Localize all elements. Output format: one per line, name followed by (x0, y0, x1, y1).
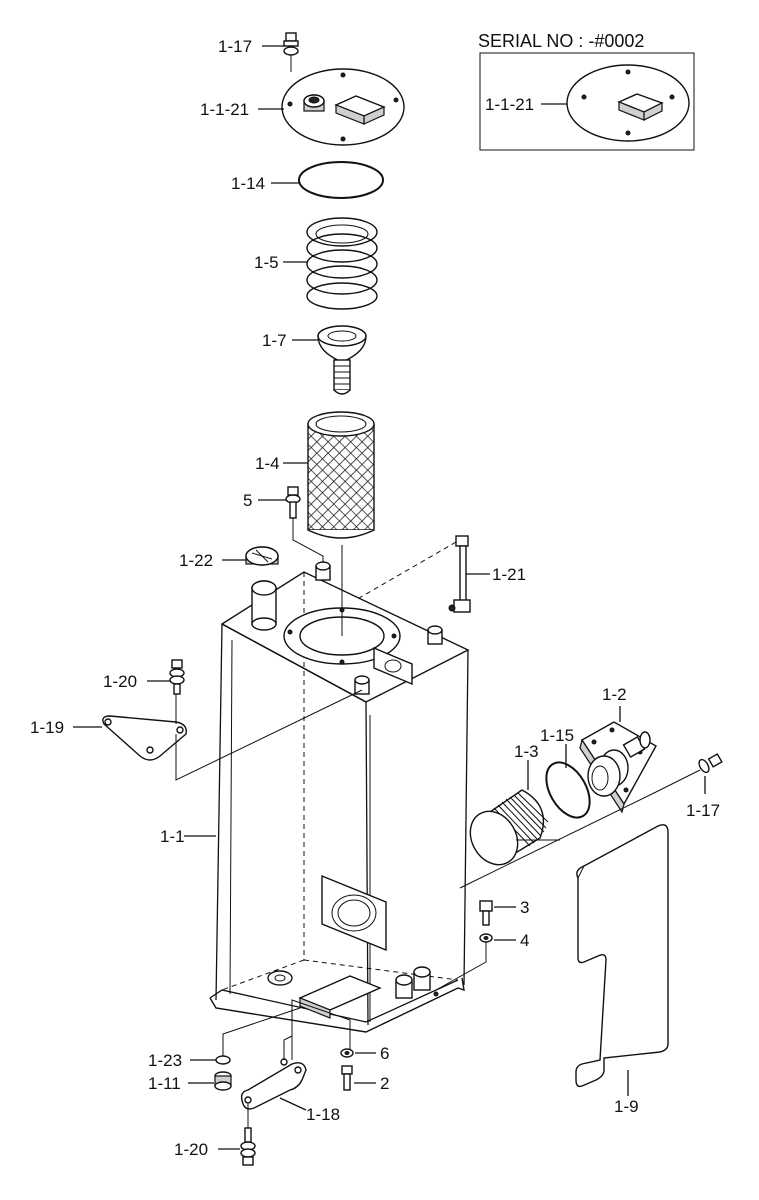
label-1-11: 1-11 (148, 1074, 181, 1093)
tank-body-1-1 (184, 545, 470, 1060)
label-1-17-right: 1-17 (686, 801, 720, 820)
label-1-15: 1-15 (540, 726, 574, 745)
label-1-19: 1-19 (30, 718, 64, 737)
label-2: 2 (380, 1074, 389, 1093)
serial-part-label: 1-1-21 (485, 95, 534, 114)
label-1-2: 1-2 (602, 685, 627, 704)
bolt-3 (479, 900, 516, 926)
washer-4 (435, 933, 516, 991)
serial-frame (479, 52, 695, 151)
label-1-20-bottom: 1-20 (174, 1140, 208, 1159)
bracket-1-18 (240, 1035, 307, 1111)
label-6: 6 (380, 1044, 389, 1063)
label-1-20-top: 1-20 (103, 672, 137, 691)
o-ring-1-14 (271, 161, 384, 199)
label-1-4: 1-4 (255, 454, 280, 473)
label-1-17-top: 1-17 (218, 37, 252, 56)
label-1-14: 1-14 (231, 174, 265, 193)
level-gauge-1-21 (341, 535, 490, 613)
gasket-1-15 (545, 744, 591, 819)
washer-6 (340, 1048, 376, 1058)
serial-inset: SERIAL NO : -#0002 1-1-21 (478, 31, 695, 151)
label-1-18: 1-18 (306, 1105, 340, 1124)
cover-plate-1-1-21 (258, 68, 405, 146)
bolt-1-17-right (459, 753, 723, 889)
label-1-3: 1-3 (514, 742, 539, 761)
label-4: 4 (520, 931, 529, 950)
seal-1-23 (190, 1007, 301, 1065)
label-1-9: 1-9 (614, 1097, 639, 1116)
valve-1-7 (292, 325, 367, 395)
plug-1-11 (188, 1071, 232, 1091)
guard-plate-1-9 (575, 824, 669, 1096)
label-5: 5 (243, 491, 252, 510)
cap-1-22 (222, 546, 279, 566)
label-1-1: 1-1 (160, 827, 185, 846)
bolt-1-20-top (147, 659, 185, 695)
bolt-2 (341, 1065, 376, 1091)
bolt-1-17-top (262, 32, 299, 72)
serial-cover-plate (566, 64, 690, 142)
filter-element-1-3 (469, 760, 560, 866)
bracket-1-19 (73, 689, 363, 781)
bolt-1-20-bottom (218, 1104, 256, 1166)
label-1-5: 1-5 (254, 253, 279, 272)
serial-title: SERIAL NO : -#0002 (478, 31, 644, 51)
cover-flange-1-2 (579, 706, 657, 814)
label-1-21: 1-21 (492, 565, 526, 584)
label-1-22: 1-22 (179, 551, 213, 570)
label-1-23: 1-23 (148, 1051, 182, 1070)
strainer-1-4 (283, 411, 375, 539)
label-1-1-21: 1-1-21 (200, 100, 249, 119)
label-3: 3 (520, 898, 529, 917)
spring-1-5 (283, 217, 378, 310)
label-1-7: 1-7 (262, 331, 287, 350)
